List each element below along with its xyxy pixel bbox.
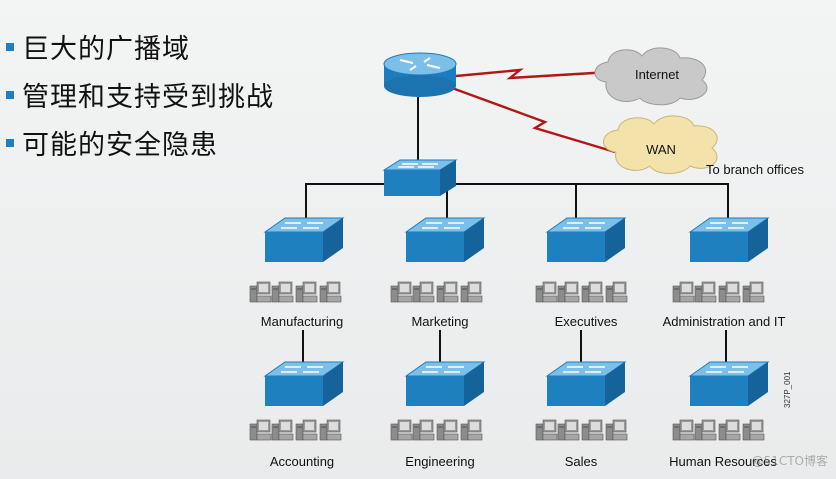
bullet-text: 可能的安全隐患: [22, 129, 218, 161]
core-switch-icon: [382, 159, 458, 196]
switch-administration-icon: [688, 217, 770, 262]
internet-label: Internet: [635, 67, 679, 82]
figure-code: 327P_001: [783, 371, 792, 408]
branch-offices-label: To branch offices: [706, 162, 805, 177]
switch-manufacturing-icon: [263, 217, 345, 262]
router-icon: [383, 52, 457, 97]
switch-human-resources-icon: [688, 361, 770, 406]
department-label-marketing: Marketing: [411, 314, 468, 329]
pc-group-icon: [536, 420, 627, 440]
bullet-marker: [6, 139, 14, 147]
wan-cloud: WAN: [603, 115, 718, 174]
switch-accounting-icon: [263, 361, 345, 406]
switch-executives-icon: [545, 217, 627, 262]
department-label-manufacturing: Manufacturing: [261, 314, 343, 329]
wan-serial-link: [451, 86, 616, 154]
internet-cloud: Internet: [594, 47, 708, 106]
department-label-executives: Executives: [555, 314, 618, 329]
bullet-list: 巨大的广播域 管理和支持受到挑战 可能的安全隐患: [6, 22, 274, 166]
wan-label: WAN: [646, 142, 676, 157]
pc-group-icon: [536, 282, 627, 302]
wan-links: [451, 68, 616, 154]
core-distribution-link: [305, 183, 729, 230]
internet-serial-link: [455, 68, 611, 80]
bullet-marker: [6, 43, 14, 51]
department-label-accounting: Accounting: [270, 454, 334, 469]
department-label-sales: Sales: [565, 454, 598, 469]
bullet-item: 巨大的广播域: [6, 22, 274, 70]
bullet-item: 可能的安全隐患: [6, 118, 274, 166]
bullet-text: 巨大的广播域: [22, 33, 190, 65]
switch-sales-icon: [545, 361, 627, 406]
watermark: @51CTO博客: [751, 454, 828, 468]
pc-group-icon: [673, 420, 764, 440]
pc-group-icon: [391, 282, 482, 302]
switch-engineering-icon: [404, 361, 486, 406]
bullet-item: 管理和支持受到挑战: [6, 70, 274, 118]
switch-marketing-icon: [404, 217, 486, 262]
bullet-marker: [6, 91, 14, 99]
pc-group-icon: [250, 282, 341, 302]
department-label-human-resources: Human Resources: [669, 454, 777, 469]
department-label-administration: Administration and IT: [663, 314, 786, 329]
pc-group-icon: [673, 282, 764, 302]
pc-group-icon: [250, 420, 341, 440]
bullet-text: 管理和支持受到挑战: [22, 81, 274, 113]
pc-group-icon: [391, 420, 482, 440]
department-label-engineering: Engineering: [405, 454, 474, 469]
